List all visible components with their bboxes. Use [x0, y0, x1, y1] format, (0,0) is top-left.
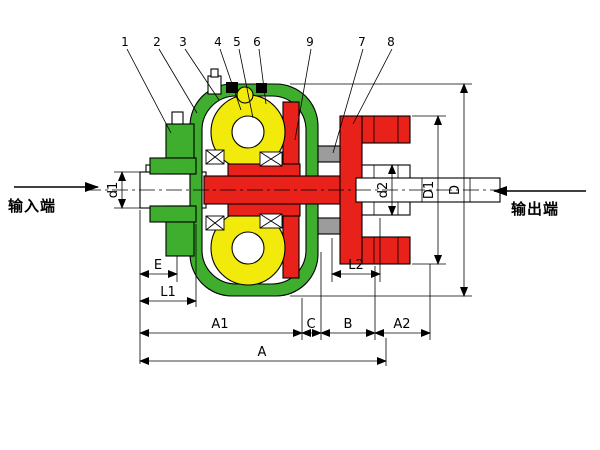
dim-label-d2: d2 [376, 182, 391, 199]
output-flange-arm-bottom [361, 236, 411, 265]
dim-A: A [139, 338, 387, 366]
dim-D: D [290, 83, 472, 297]
part-number-4: 4 [214, 35, 222, 49]
chamber-core-bottom [231, 231, 265, 265]
leader-line-2 [158, 48, 198, 114]
dim-A2: A2 [374, 264, 431, 340]
bearing [205, 215, 225, 231]
part-number-9: 9 [306, 35, 314, 49]
dim-label-L1: L1 [160, 285, 176, 300]
input-end-label: 输入端 [8, 197, 56, 215]
top-fasteners [207, 68, 267, 104]
dim-B: B [320, 266, 376, 340]
part-number-2: 2 [153, 35, 161, 49]
shaft-sleeve-top [149, 157, 197, 175]
dim-label-E: E [154, 258, 162, 273]
dim-label-A2: A2 [393, 317, 410, 332]
housing-shell [189, 83, 319, 297]
bolt-head [210, 68, 219, 78]
part-callouts: 1 2 3 4 5 6 9 7 8 [121, 35, 395, 154]
dim-E: E [139, 256, 178, 282]
part-number-1: 1 [121, 35, 129, 49]
fusible-plug [236, 86, 254, 104]
dim-label-C: C [306, 317, 315, 332]
cover-bolt [171, 111, 184, 125]
part-number-6: 6 [253, 35, 261, 49]
dim-label-D: D [448, 185, 463, 195]
chamber-core-top [231, 115, 265, 149]
dim-label-A1: A1 [211, 317, 228, 332]
impeller-chambers [210, 94, 286, 286]
bearing [259, 151, 283, 167]
dim-d2: d2 [376, 164, 396, 216]
flow-annotations: 输入端 输出端 [8, 182, 586, 218]
leader-line-3 [184, 48, 220, 101]
hex-nut [256, 83, 267, 93]
leader-lines [126, 48, 393, 154]
dim-label-d1: d1 [106, 182, 121, 199]
bearing [259, 213, 283, 229]
shaft-seals [317, 145, 341, 235]
leader-line-5 [238, 48, 254, 119]
part-number-5: 5 [233, 35, 241, 49]
leader-line-1 [126, 48, 172, 134]
output-end-label: 输出端 [511, 200, 559, 218]
dim-d1: d1 [106, 171, 140, 209]
dim-label-A: A [258, 345, 267, 360]
coupling-assembly [85, 68, 505, 297]
dim-label-B: B [344, 317, 353, 332]
seal-bottom [317, 217, 341, 235]
fill-plug-bolt [207, 75, 222, 95]
lock-nut [226, 82, 238, 93]
dim-L2: L2 [331, 218, 381, 282]
part-number-8: 8 [387, 35, 395, 49]
leader-line-8 [352, 48, 393, 125]
leader-line-7 [332, 48, 364, 154]
dimensions: d1 d2 D1 D E L1 [106, 83, 472, 366]
dim-label-D1: D1 [422, 181, 437, 199]
leader-line-4 [219, 48, 242, 111]
dim-label-L2: L2 [348, 258, 364, 273]
bearings [205, 149, 283, 231]
seal-top [317, 145, 341, 163]
output-flange-arm-top [361, 115, 411, 144]
shaft-sleeve-bottom [149, 205, 197, 223]
dim-C: C [301, 252, 322, 340]
leader-line-9 [294, 48, 312, 141]
leader-line-6 [258, 48, 267, 105]
dim-D1: D1 [412, 115, 446, 265]
bearing [205, 149, 225, 165]
input-cover-flange [149, 111, 197, 257]
part-number-7: 7 [358, 35, 366, 49]
dim-L1: L1 [139, 224, 197, 307]
part-number-3: 3 [179, 35, 187, 49]
